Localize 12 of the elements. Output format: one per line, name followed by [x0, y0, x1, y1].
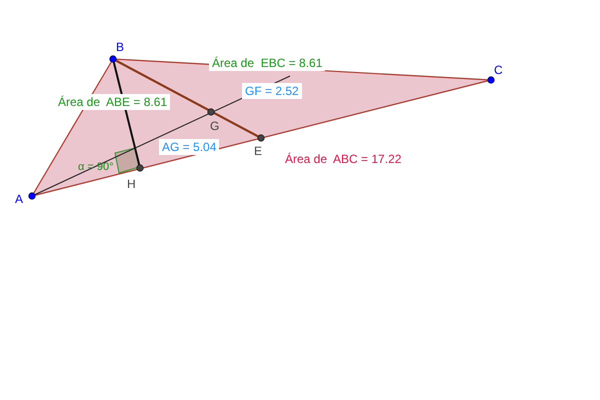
point-label: A [15, 193, 24, 205]
point-label: E [254, 145, 262, 157]
point-label: H [127, 178, 136, 190]
area-measurement: Área de EBC = 8.61 [209, 55, 326, 71]
area-measurement: Área de ABC = 17.22 [285, 153, 402, 165]
length-measurement: GF = 2.52 [242, 83, 302, 99]
point-label: B [116, 41, 124, 53]
point-label: G [210, 120, 220, 132]
length-measurement: AG = 5.04 [159, 139, 220, 155]
angle-label: α = 90° [78, 162, 114, 173]
area-measurement: Área de ABE = 8.61 [55, 94, 170, 110]
point-label: C [494, 64, 503, 76]
